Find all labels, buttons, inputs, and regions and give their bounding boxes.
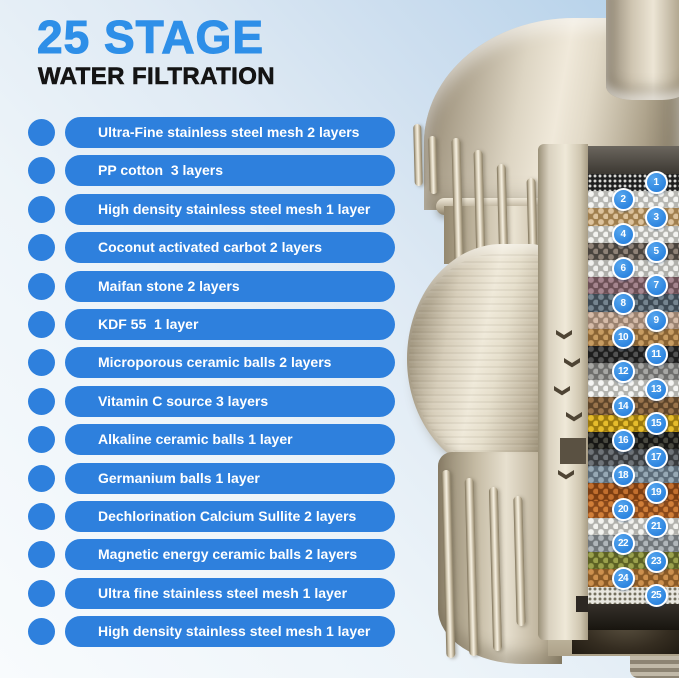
page-subtitle: WATER FILTRATION: [38, 62, 276, 90]
stage-bullet-dot: [28, 464, 55, 492]
stage-pill: Alkaline ceramic balls 1 layer: [65, 424, 395, 456]
layer-number-badge: 19: [644, 480, 668, 504]
stage-pill: Dechlorination Calcium Sullite 2 layers: [65, 500, 395, 532]
stage-row: Alkaline ceramic balls 1 layer: [28, 424, 395, 456]
stage-row: Magnetic energy ceramic balls 2 layers: [28, 539, 395, 571]
stage-bullet-dot: [28, 234, 55, 262]
stage-pill: High density stainless steel mesh 1 laye…: [65, 616, 395, 648]
stage-pill: Coconut activated carbot 2 layers: [65, 232, 395, 264]
layer-number-badge: 11: [644, 343, 668, 367]
stage-row: Ultra fine stainless steel mesh 1 layer: [28, 577, 395, 609]
layer-number-badge: 5: [644, 239, 668, 263]
stage-row: Dechlorination Calcium Sullite 2 layers: [28, 500, 395, 532]
stage-pill: Vitamin C source 3 layers: [65, 385, 395, 417]
layer-number-badge: 13: [644, 377, 668, 401]
stage-bullet-dot: [28, 119, 55, 146]
layer-number-badge: 20: [611, 497, 635, 521]
stage-bullet-dot: [28, 541, 55, 569]
stage-bullet-dot: [28, 579, 55, 607]
stage-pill: High density stainless steel mesh 1 laye…: [65, 193, 395, 225]
stage-bullet-dot: [28, 618, 55, 646]
layer-number-badge: 22: [611, 532, 635, 556]
layer-number-badge: 2: [611, 188, 635, 212]
stage-row: Microporous ceramic balls 2 layers: [28, 347, 395, 379]
filter-middle-bulge: [407, 244, 559, 474]
inner-chamber-top: [588, 146, 679, 174]
layer-number-badge: 25: [644, 583, 668, 607]
layer-number-badge: 6: [611, 257, 635, 281]
layer-number-badge: 14: [611, 394, 635, 418]
layer-number-badge: 9: [644, 308, 668, 332]
layer-number-badge: 24: [611, 566, 635, 590]
layer-number-badge: 21: [644, 515, 668, 539]
cutaway-wall-notch: [560, 438, 586, 464]
stage-row: PP cotton 3 layers: [28, 155, 395, 187]
stage-bullet-dot: [28, 272, 55, 300]
layer-number-badge: 10: [611, 325, 635, 349]
stage-bullet-dot: [28, 349, 55, 377]
page-title: 25 STAGE: [36, 11, 264, 63]
stage-bullet-dot: [28, 502, 55, 530]
inner-chamber-bottom: [588, 603, 679, 630]
stage-pill: Ultra fine stainless steel mesh 1 layer: [65, 577, 395, 609]
stage-bullet-dot: [28, 387, 55, 415]
stage-pill: PP cotton 3 layers: [65, 155, 395, 187]
stage-bullet-dot: [28, 426, 55, 454]
stage-row: High density stainless steel mesh 1 laye…: [28, 193, 395, 225]
stage-pill: Maifan stone 2 layers: [65, 270, 395, 302]
filter-inlet-neck: [606, 0, 679, 100]
stage-pill: Germanium balls 1 layer: [65, 462, 395, 494]
stage-row: High density stainless steel mesh 1 laye…: [28, 616, 395, 648]
layer-number-badge: 3: [644, 205, 668, 229]
stage-row: Ultra-Fine stainless steel mesh 2 layers: [28, 117, 395, 148]
layer-number-badge: 8: [611, 291, 635, 315]
layer-number-badge: 23: [644, 549, 668, 573]
stage-row: Maifan stone 2 layers: [28, 270, 395, 302]
stage-pill: Ultra-Fine stainless steel mesh 2 layers: [65, 117, 395, 148]
stage-pill: KDF 55 1 layer: [65, 308, 395, 340]
stage-bullet-dot: [28, 195, 55, 223]
layer-number-badge: 17: [644, 446, 668, 470]
layer-number-badge: 1: [644, 171, 668, 195]
stage-pill: Magnetic energy ceramic balls 2 layers: [65, 539, 395, 571]
stage-bullet-dot: [28, 157, 55, 185]
layer-number-badge: 7: [644, 274, 668, 298]
header: 25 STAGE WATER FILTRATION: [36, 11, 276, 90]
layer-number-badge: 4: [611, 222, 635, 246]
layer-number-badge: 15: [644, 411, 668, 435]
stage-row: Coconut activated carbot 2 layers: [28, 232, 395, 264]
stage-pill: Microporous ceramic balls 2 layers: [65, 347, 395, 379]
stage-row: Vitamin C source 3 layers: [28, 385, 395, 417]
layer-number-badge: 16: [611, 429, 635, 453]
stage-row: KDF 55 1 layer: [28, 308, 395, 340]
stage-list: Ultra-Fine stainless steel mesh 2 layers…: [28, 117, 395, 648]
stage-row: Germanium balls 1 layer: [28, 462, 395, 494]
layer-number-badge: 18: [611, 463, 635, 487]
layer-number-badge: 12: [611, 360, 635, 384]
stage-bullet-dot: [28, 310, 55, 338]
